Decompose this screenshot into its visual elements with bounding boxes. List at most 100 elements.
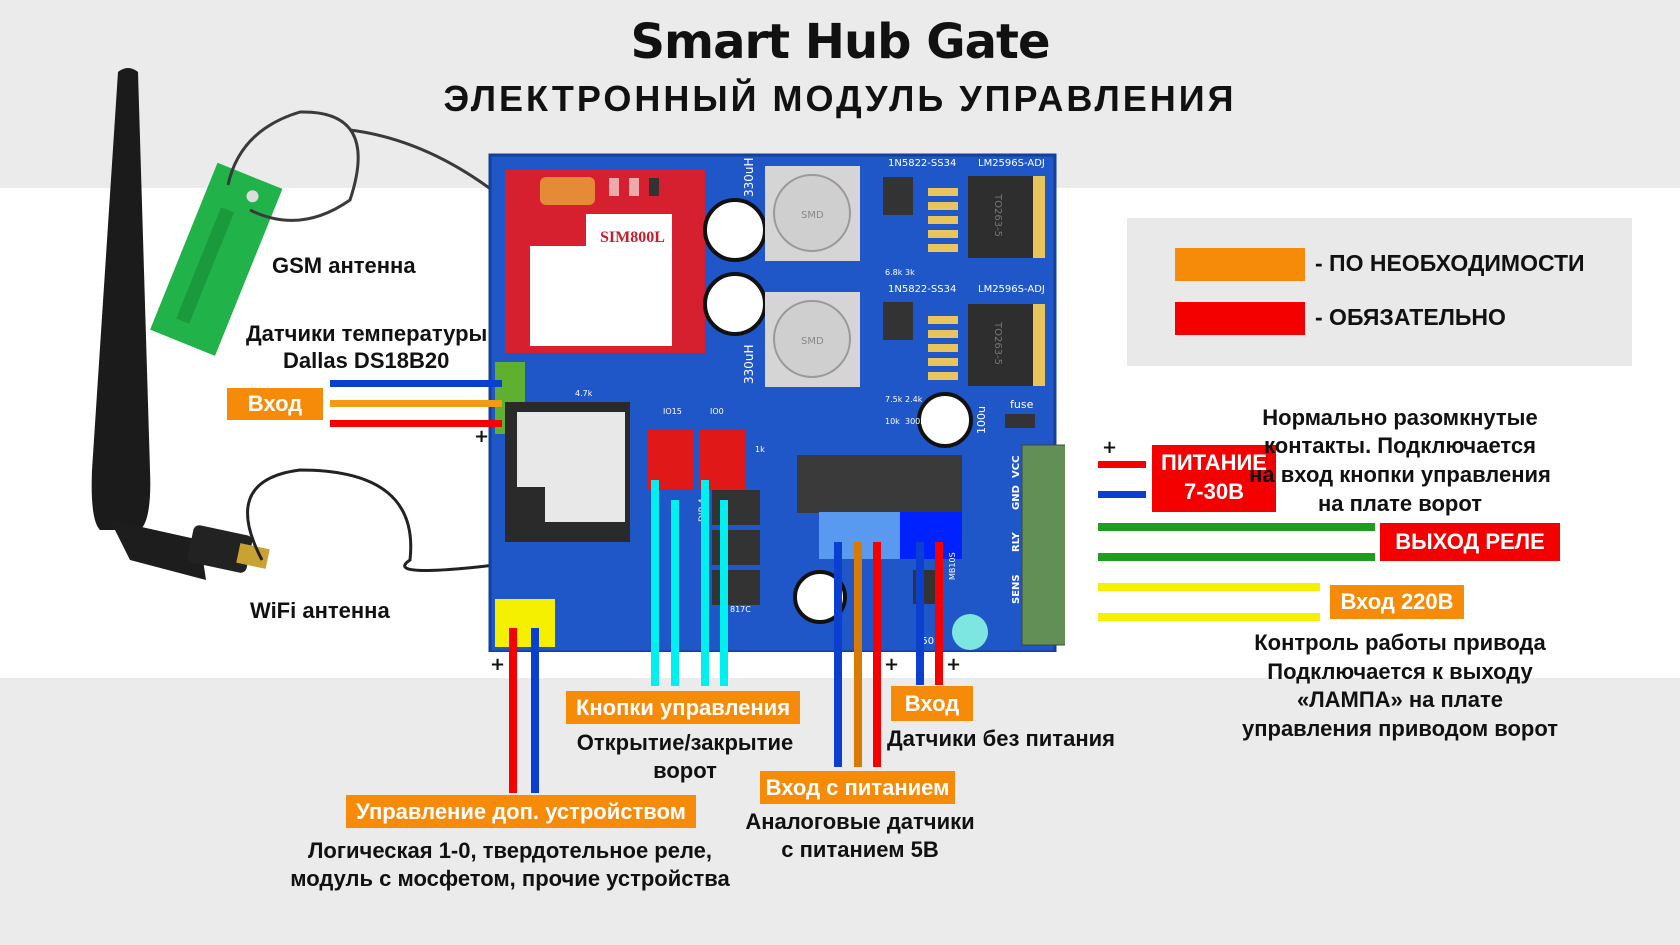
svg-text:1N5822-SS34: 1N5822-SS34 [888, 158, 956, 169]
wifi-antenna-label: WiFi антенна [250, 598, 390, 623]
gsm-antenna-label: GSM антенна [272, 253, 416, 278]
relay-wire-2 [1098, 553, 1375, 561]
powered-plus-sign: + [884, 654, 900, 675]
power-wire-red [1098, 461, 1146, 468]
power-tag: ПИТАНИЕ 7-30В [1152, 445, 1276, 512]
svg-text:100u: 100u [975, 406, 988, 434]
dry-input-connector [900, 512, 962, 559]
input220-desc-line-4: управления приводом ворот [1241, 716, 1559, 741]
svg-text:2.4k: 2.4k [905, 395, 923, 404]
svg-text:LM2596S-ADJ: LM2596S-ADJ [978, 284, 1045, 295]
svg-text:SMD: SMD [801, 336, 824, 347]
temp-plus-sign: + [474, 426, 490, 447]
input220-desc-line-1: Контроль работы привода [1254, 630, 1546, 655]
svg-text:SMD: SMD [801, 210, 824, 221]
input220-wire-1 [1098, 583, 1320, 591]
svg-text:VCC: VCC [1011, 456, 1022, 478]
sim800l-label: SIM800L [600, 229, 665, 246]
legend-swatch-required [1175, 302, 1305, 335]
legend-swatch-optional [1175, 248, 1305, 281]
svg-text:1k: 1k [755, 445, 765, 454]
gsm-cable [226, 110, 506, 222]
aux-desc-line-2: модуль с мосфетом, прочие устройства [290, 866, 730, 891]
temp-sensor-model: Dallas DS18B20 [283, 348, 450, 373]
antenna-illustrations [91, 68, 520, 580]
input220-desc-line-3: «ЛАМПА» на плате [1296, 687, 1504, 712]
svg-text:TO263-5: TO263-5 [992, 321, 1003, 365]
power-wire-blue [1098, 491, 1146, 498]
svg-text:7.5k: 7.5k [885, 395, 903, 404]
buttons-desc-line-2: ворот [653, 758, 717, 783]
dry-plus-sign: + [946, 654, 962, 675]
temp-wire-blue [330, 380, 502, 387]
wifi-whip-antenna-icon [91, 68, 151, 530]
aux-plus-sign: + [490, 654, 506, 675]
button-wire-1 [651, 480, 659, 686]
sim800l-module: SIM800L [505, 170, 705, 353]
pcb-board: SIM800L SMD SMD 330uH 330uH 1N5822-SS34 … [488, 153, 1065, 652]
powered-input-tag: Вход с питанием [760, 771, 955, 804]
svg-text:3k: 3k [905, 268, 915, 277]
temp-sensor-title: Датчики температуры [246, 321, 488, 346]
svg-text:300k: 300k [905, 417, 925, 426]
temp-wire-orange [330, 400, 502, 407]
svg-text:fuse: fuse [1010, 398, 1034, 411]
svg-text:LM2596S-ADJ: LM2596S-ADJ [978, 158, 1045, 169]
aux-desc-line-1: Логическая 1-0, твердотельное реле, [307, 838, 712, 863]
page-title: Smart Hub Gate [630, 14, 1050, 70]
powered-desc-line-1: Аналоговые датчики [745, 809, 975, 834]
input220-desc-line-2: Подключается к выходу [1267, 659, 1533, 684]
gsm-antenna-icon [150, 162, 283, 356]
terminal-block [1021, 444, 1065, 646]
dry-input-desc: Датчики без питания [887, 726, 1115, 751]
legend: - ПО НЕОБХОДИМОСТИ - ОБЯЗАТЕЛЬНО [1127, 218, 1632, 366]
svg-text:330uH: 330uH [742, 157, 756, 197]
relay-desc-line-3: на вход кнопки управления [1249, 462, 1551, 487]
aux-wire-red [509, 628, 517, 793]
aux-device-tag: Управление доп. устройством [346, 795, 696, 828]
button-wire-3 [701, 480, 709, 686]
svg-text:4.7k: 4.7k [575, 389, 593, 398]
relay-wire-1 [1098, 523, 1375, 531]
aux-device-connector [495, 599, 555, 647]
svg-text:SENS: SENS [1011, 574, 1022, 604]
svg-text:RLY: RLY [1011, 531, 1022, 552]
dry-wire-red [935, 542, 943, 685]
svg-text:IO15: IO15 [663, 407, 682, 416]
svg-text:IO0: IO0 [710, 407, 724, 416]
legend-label-required: - ОБЯЗАТЕЛЬНО [1315, 304, 1506, 330]
svg-text:1N5822-SS34: 1N5822-SS34 [888, 284, 956, 295]
dry-input-tag: Вход [891, 686, 973, 721]
button-wire-4 [720, 500, 728, 686]
svg-text:10k: 10k [885, 417, 900, 426]
dry-wire-blue [916, 542, 924, 685]
main-ic [797, 455, 962, 513]
svg-text:817C: 817C [730, 605, 751, 614]
svg-text:TO263-5: TO263-5 [992, 193, 1003, 237]
svg-text:330uH: 330uH [742, 344, 756, 384]
page-subtitle: ЭЛЕКТРОННЫЙ МОДУЛЬ УПРАВЛЕНИЯ [443, 78, 1237, 119]
powered-wire-blue [834, 542, 842, 767]
legend-label-optional: - ПО НЕОБХОДИМОСТИ [1315, 250, 1585, 276]
relay-output-tag: ВЫХОД РЕЛЕ [1380, 523, 1560, 561]
powered-desc-line-2: с питанием 5В [781, 837, 939, 862]
input220-tag: Вход 220В [1330, 585, 1464, 619]
powered-wire-brown [854, 542, 862, 767]
buttons-desc-line-1: Открытие/закрытие [576, 730, 794, 755]
wifi-cable [246, 468, 520, 573]
svg-text:150K: 150K [915, 636, 941, 647]
aux-wire-blue [531, 628, 539, 793]
svg-text:6.8k: 6.8k [885, 268, 903, 277]
button-wire-2 [671, 500, 679, 686]
power-tag-line1: ПИТАНИЕ [1161, 450, 1267, 475]
input220-wire-2 [1098, 613, 1320, 621]
powered-wire-red [873, 542, 881, 767]
svg-text:MB10S: MB10S [948, 552, 957, 580]
power-plus-sign: + [1102, 437, 1118, 458]
svg-text:GND: GND [1011, 485, 1022, 510]
temp-wire-red [330, 420, 502, 427]
relay-desc-line-4: на плате ворот [1317, 491, 1483, 516]
buttons-tag: Кнопки управления [566, 691, 800, 724]
relay-desc-line-2: контакты. Подключается [1264, 433, 1536, 458]
relay-desc-line-1: Нормально разомкнутые [1262, 405, 1538, 430]
